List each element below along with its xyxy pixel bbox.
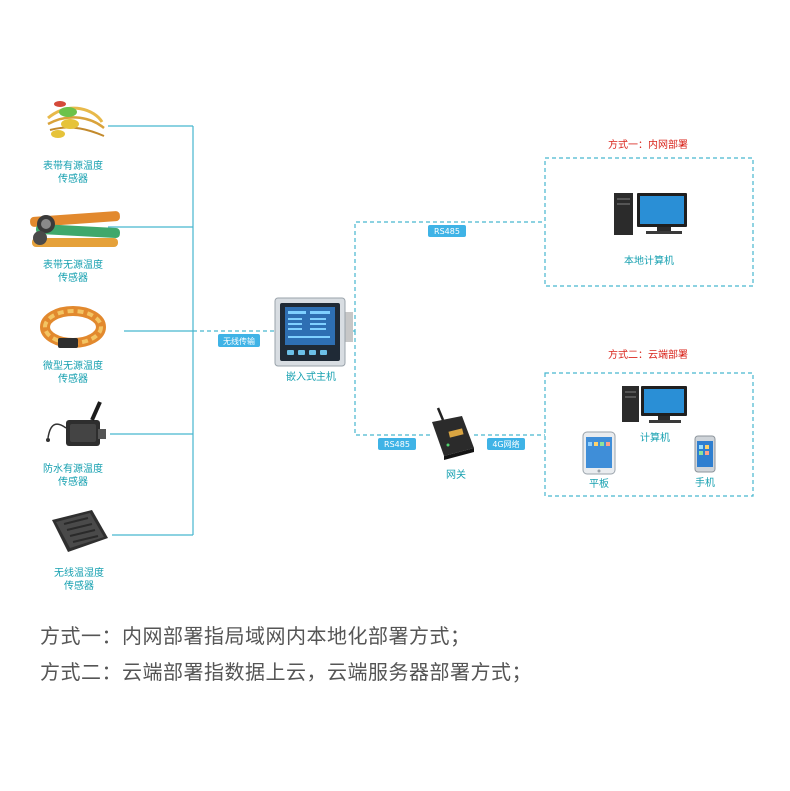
rs485-top-tag: RS485	[428, 225, 466, 237]
svg-text:传感器: 传感器	[58, 372, 88, 385]
rs485-top-line	[353, 221, 545, 332]
cloud-deployment-box	[544, 372, 754, 497]
svg-text:表带有源温度: 表带有源温度	[43, 159, 103, 172]
tablet-icon	[582, 431, 616, 475]
note-mode-cloud: 方式二：云端部署指数据上云，云端服务器部署方式；	[40, 660, 532, 684]
gateway-icon	[432, 407, 474, 460]
svg-text:无线温湿度: 无线温湿度	[54, 566, 104, 579]
svg-text:防水有源温度: 防水有源温度	[43, 462, 103, 475]
svg-text:传感器: 传感器	[58, 271, 88, 284]
deployment-diagram: 无线传输 RS485 RS485 4G网络	[30, 101, 754, 592]
cloud-mode-title: 方式二：云端部署	[608, 348, 688, 361]
svg-text:传感器: 传感器	[58, 475, 88, 488]
svg-text:RS485: RS485	[434, 227, 460, 236]
cloud-computer-icon	[622, 386, 687, 423]
sensor-label-3: 微型无源温度 传感器	[43, 359, 103, 385]
sensor-label-1: 表带有源温度 传感器	[43, 159, 103, 185]
phone-label: 手机	[695, 476, 715, 489]
note-mode-local: 方式一：内网部署指局域网内本地化部署方式；	[40, 624, 471, 648]
embedded-host-icon	[274, 297, 353, 367]
wireless-tag: 无线传输	[218, 334, 260, 347]
phone-icon	[694, 435, 716, 473]
svg-text:微型无源温度: 微型无源温度	[43, 359, 103, 372]
sensor-label-5: 无线温湿度 传感器	[54, 566, 104, 592]
svg-text:RS485: RS485	[384, 440, 410, 449]
local-mode-title: 方式一：内网部署	[608, 138, 688, 151]
svg-text:表带无源温度: 表带无源温度	[43, 258, 103, 271]
strap-passive-sensor-icon	[30, 211, 121, 247]
svg-text:无线传输: 无线传输	[223, 336, 255, 346]
micro-passive-sensor-icon	[40, 306, 106, 348]
host-label: 嵌入式主机	[286, 370, 336, 383]
gateway-label: 网关	[446, 468, 466, 481]
rs485-bottom-tag: RS485	[378, 438, 416, 450]
strap-active-sensor-icon	[47, 101, 105, 138]
sensor-bus-lines	[108, 125, 194, 536]
sensor-label-4: 防水有源温度 传感器	[43, 462, 103, 488]
4g-network-tag: 4G网络	[487, 438, 525, 450]
tablet-label: 平板	[589, 477, 609, 490]
local-computer-label: 本地计算机	[624, 254, 674, 267]
svg-text:4G网络: 4G网络	[492, 439, 519, 449]
cloud-computer-label: 计算机	[640, 431, 670, 444]
wireless-th-sensor-icon	[52, 510, 108, 552]
local-computer-icon	[614, 193, 687, 235]
rs485-bottom-line	[354, 331, 432, 436]
sensor-label-2: 表带无源温度 传感器	[43, 258, 103, 284]
svg-text:传感器: 传感器	[64, 579, 94, 592]
svg-text:传感器: 传感器	[58, 172, 88, 185]
waterproof-active-sensor-icon	[46, 401, 106, 446]
